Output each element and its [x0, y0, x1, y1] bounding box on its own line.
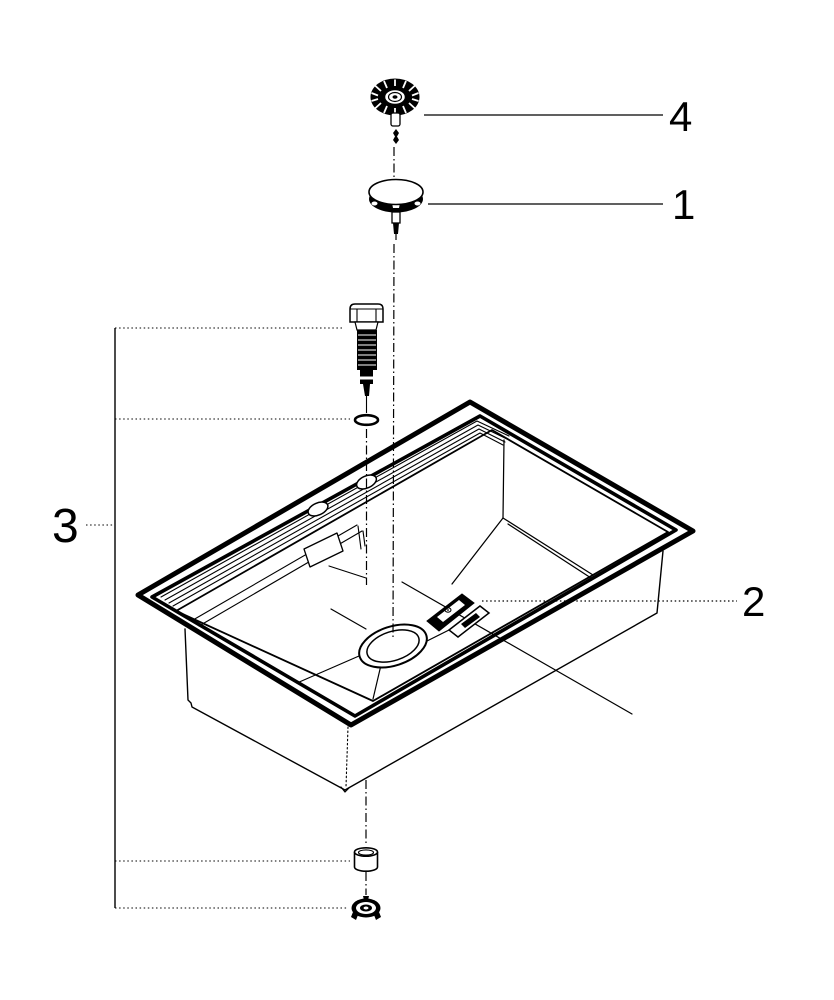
- callout-1-label: 1: [672, 181, 695, 228]
- part-1-stopper: [368, 178, 424, 240]
- strainer-fixing-screw: [393, 129, 399, 144]
- rim-outer-edge: [135, 399, 696, 728]
- callout-3-bracket: [86, 327, 350, 909]
- part-2-clamp: [426, 593, 491, 638]
- callout-2-label: 2: [742, 578, 765, 625]
- part-3-sleeve: [353, 846, 379, 872]
- part-4-basket-strainer: [370, 78, 420, 144]
- centerline-stopper-to-drain: [392, 243, 395, 641]
- centerlines: [365, 147, 395, 895]
- basin-opening-edge: [175, 429, 669, 702]
- rim-inner-edge: [150, 414, 678, 718]
- faucet-hole: [307, 501, 329, 517]
- rim-ledge-ridges: [160, 420, 510, 607]
- part-3-o-ring: [353, 413, 380, 427]
- overflow-plate: [303, 532, 367, 579]
- sink-underbox: [184, 550, 664, 793]
- callout-4-label: 4: [669, 93, 692, 140]
- basin-wall-creases: [401, 439, 633, 715]
- callout-3-label: 3: [52, 500, 79, 553]
- leader-lines: [424, 114, 737, 602]
- part-3-rod: [349, 303, 384, 413]
- part-3-bottom-flange: [351, 896, 381, 920]
- drain-opening: [296, 608, 450, 700]
- sink-body: [135, 399, 696, 793]
